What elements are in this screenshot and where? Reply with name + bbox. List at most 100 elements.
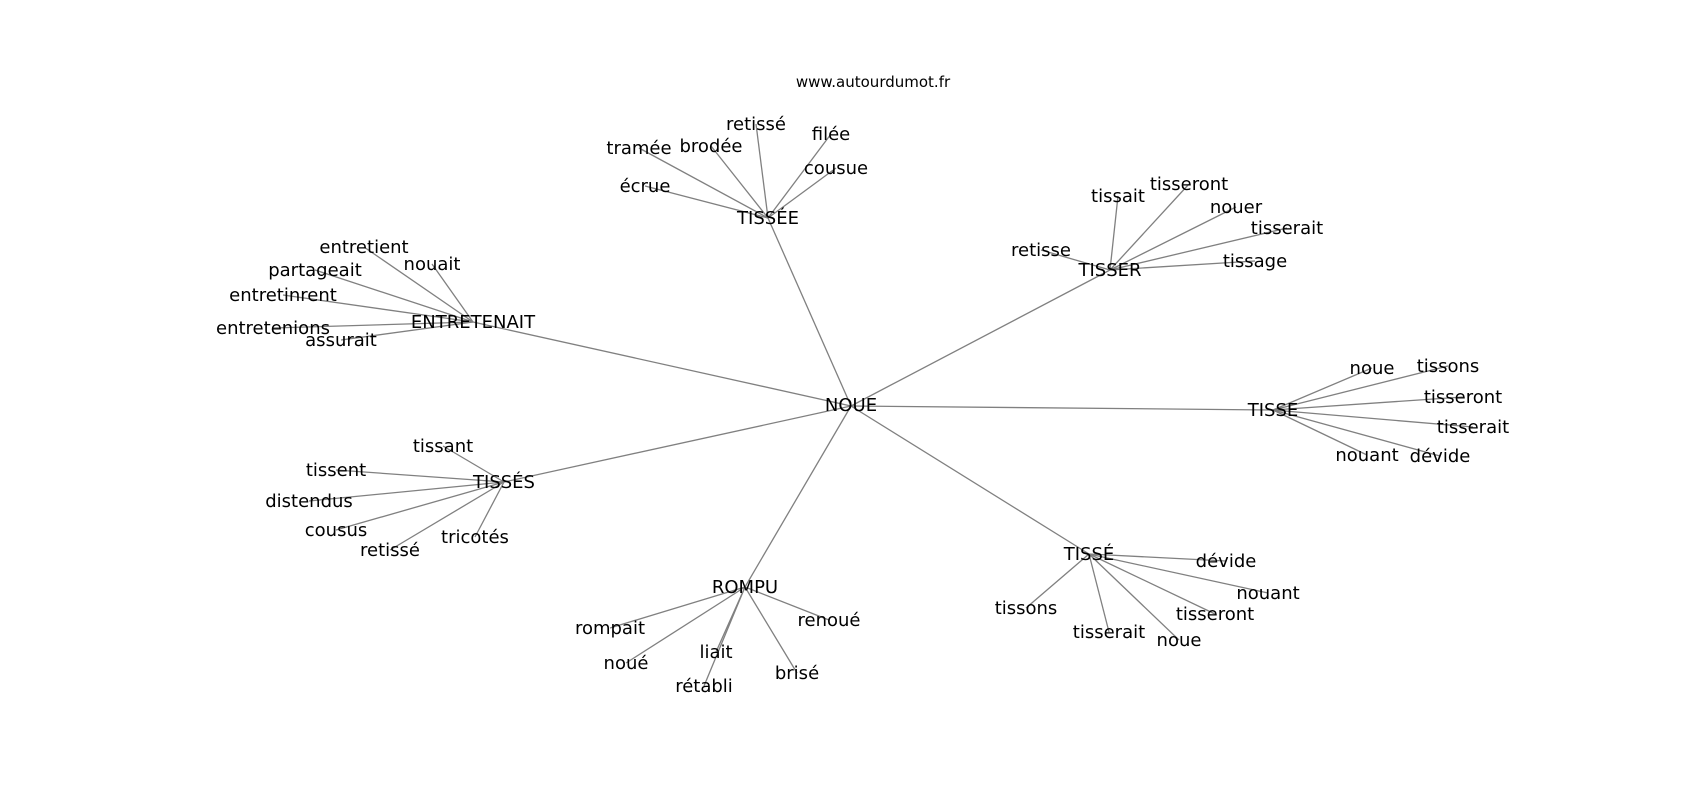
edge-hub-to-word xyxy=(744,586,798,674)
edge-hub-to-word xyxy=(314,269,474,323)
word-node-label[interactable]: tissent xyxy=(306,460,366,481)
edge-hub-to-word xyxy=(1109,206,1237,271)
hub-node-label[interactable]: ROMPU xyxy=(712,577,778,598)
edge-center-to-hub xyxy=(850,405,1274,411)
edge-hub-to-word xyxy=(1272,365,1449,411)
edge-hub-to-word xyxy=(442,445,505,483)
edge-hub-to-word xyxy=(644,185,769,219)
hub-node-label[interactable]: TISSER xyxy=(1077,260,1141,281)
word-node-label[interactable]: entretinrent xyxy=(229,285,337,306)
word-node-label[interactable]: renoué xyxy=(798,610,861,631)
word-node-label[interactable]: tricotés xyxy=(441,527,509,548)
edge-hub-to-word xyxy=(474,481,505,538)
edges-layer xyxy=(272,123,1474,687)
word-node-label[interactable]: cousue xyxy=(804,158,868,179)
word-node-label[interactable]: tisserait xyxy=(1437,417,1509,438)
edge-center-to-hub xyxy=(472,321,852,407)
word-node-label[interactable]: tisseront xyxy=(1424,387,1502,408)
word-node-label[interactable]: retissé xyxy=(726,114,786,135)
word-node-label[interactable]: brodée xyxy=(679,136,742,157)
word-node-label[interactable]: dévide xyxy=(1196,551,1257,572)
edge-hub-to-word xyxy=(638,147,769,219)
edge-hub-to-word xyxy=(744,586,830,621)
edge-hub-to-word xyxy=(431,263,474,323)
edge-hub-to-word xyxy=(1088,553,1216,615)
edge-hub-to-word xyxy=(1272,409,1474,428)
edge-hub-to-word xyxy=(1088,553,1180,641)
edge-hub-to-word xyxy=(1109,183,1190,271)
word-node-label[interactable]: noué xyxy=(604,653,649,674)
edge-hub-to-word xyxy=(1272,396,1464,411)
word-node-label[interactable]: nouait xyxy=(404,254,461,275)
word-node-label[interactable]: tissant xyxy=(413,436,473,457)
word-node-label[interactable]: tissons xyxy=(995,598,1058,619)
word-node-label[interactable]: entretenions xyxy=(216,318,330,339)
edge-center-to-hub xyxy=(850,405,1090,555)
edge-center-to-hub xyxy=(503,405,852,483)
word-node-label[interactable]: écrue xyxy=(620,176,671,197)
word-node-label[interactable]: liait xyxy=(699,642,732,663)
edge-hub-to-word xyxy=(703,586,746,687)
edge-hub-to-word xyxy=(625,586,746,664)
edge-hub-to-word xyxy=(1109,260,1256,271)
word-node-label[interactable]: tissage xyxy=(1223,251,1287,272)
site-label[interactable]: www.autourdumot.fr xyxy=(796,73,951,91)
hub-node-label[interactable]: ENTRETENAIT xyxy=(411,312,536,333)
edge-hub-to-word xyxy=(1109,195,1119,271)
edge-hub-to-word xyxy=(767,167,837,219)
word-node-label[interactable]: rompait xyxy=(575,618,645,639)
edge-hub-to-word xyxy=(1272,409,1441,457)
word-node-label[interactable]: entretient xyxy=(319,237,408,258)
word-node-label[interactable]: cousus xyxy=(305,520,367,541)
edge-center-to-hub xyxy=(850,269,1111,407)
word-node-label[interactable]: distendus xyxy=(265,491,353,512)
edge-hub-to-word xyxy=(1025,553,1090,609)
word-node-label[interactable]: assurait xyxy=(305,330,377,351)
word-node-label[interactable]: tisserait xyxy=(1251,218,1323,239)
edge-hub-to-word xyxy=(335,481,505,531)
edge-hub-to-word xyxy=(363,246,474,323)
word-node-label[interactable]: noue xyxy=(1350,358,1395,379)
word-node-label[interactable]: partageait xyxy=(268,260,362,281)
word-node-label[interactable]: rétabli xyxy=(675,676,733,697)
hub-node-label[interactable]: TISSÉE xyxy=(736,207,799,229)
center-node-label[interactable]: NOUE xyxy=(825,395,877,416)
word-node-label[interactable]: tramée xyxy=(606,138,671,159)
word-node-label[interactable]: filée xyxy=(812,124,851,145)
edge-hub-to-word xyxy=(1088,553,1269,594)
hub-node-label[interactable]: TISSE xyxy=(1247,400,1299,421)
word-node-label[interactable]: dévide xyxy=(1410,446,1471,467)
word-node-label[interactable]: tisseront xyxy=(1176,604,1254,625)
edge-hub-to-word xyxy=(1272,409,1368,456)
edge-hub-to-word xyxy=(282,294,474,323)
word-node-label[interactable]: nouer xyxy=(1210,197,1263,218)
word-node-label[interactable]: tisserait xyxy=(1073,622,1145,643)
hub-node-label[interactable]: TISSÉ xyxy=(1063,543,1115,565)
edge-hub-to-word xyxy=(609,586,746,629)
edge-center-to-hub xyxy=(767,217,852,407)
word-node-label[interactable]: tissons xyxy=(1417,356,1480,377)
edge-hub-to-word xyxy=(1088,553,1227,562)
edge-hub-to-word xyxy=(335,469,505,483)
word-node-label[interactable]: retissé xyxy=(360,540,420,561)
word-node-label[interactable]: noue xyxy=(1157,630,1202,651)
edge-hub-to-word xyxy=(1040,249,1111,271)
word-node-label[interactable]: tissait xyxy=(1091,186,1145,207)
word-node-label[interactable]: nouant xyxy=(1236,583,1299,604)
edge-center-to-hub xyxy=(744,405,852,588)
edge-hub-to-word xyxy=(755,123,769,219)
edge-hub-to-word xyxy=(710,145,769,219)
labels-layer: www.autourdumot.fr NOUE TISSÉE retissé fil… xyxy=(216,73,1509,697)
hub-node-label[interactable]: TISSÉS xyxy=(472,471,535,493)
word-node-label[interactable]: nouant xyxy=(1335,445,1398,466)
edge-hub-to-word xyxy=(1272,367,1373,411)
word-node-label[interactable]: brisé xyxy=(775,663,819,684)
word-node-label[interactable]: retisse xyxy=(1011,240,1071,261)
word-node-label[interactable]: tisseront xyxy=(1150,174,1228,195)
edge-hub-to-word xyxy=(340,321,474,341)
edge-hub-to-word xyxy=(767,133,832,219)
edge-hub-to-word xyxy=(389,481,505,551)
edge-hub-to-word xyxy=(1088,553,1110,633)
